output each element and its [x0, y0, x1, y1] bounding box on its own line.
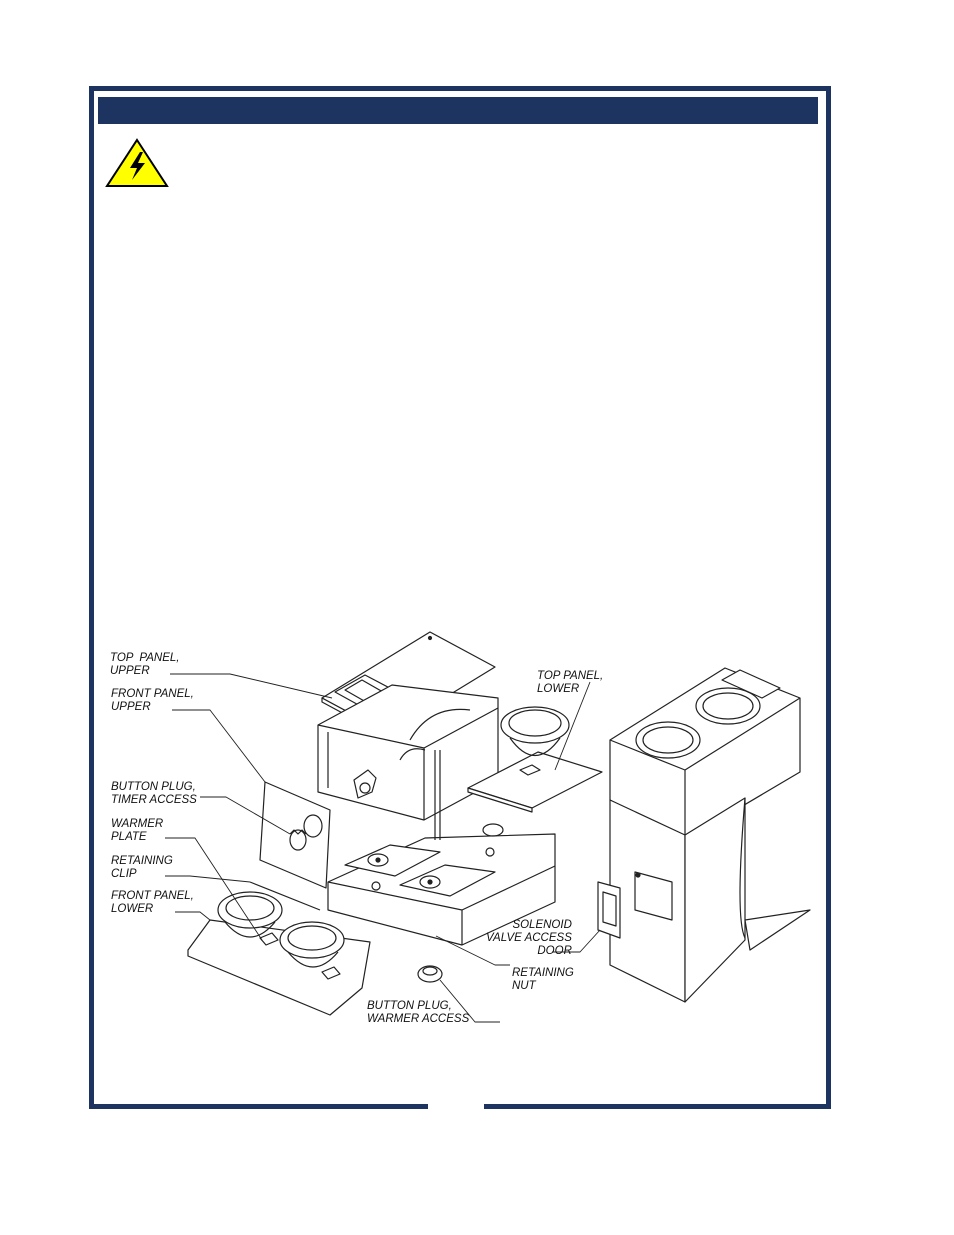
label-front-panel-upper: FRONT PANEL, UPPER	[111, 688, 194, 713]
front-panel-lower-part	[187, 881, 371, 1016]
page-frame-bottom-right	[484, 1104, 831, 1109]
assembled-brewer	[597, 667, 811, 1003]
spray-head-part	[353, 769, 377, 799]
label-retaining-clip: RETAINING CLIP	[111, 855, 173, 880]
section-header-bar	[98, 97, 818, 124]
label-retaining-nut: RETAINING NUT	[512, 967, 574, 992]
label-warmer-plate: WARMER PLATE	[111, 818, 164, 843]
label-button-plug-timer: BUTTON PLUG, TIMER ACCESS	[111, 781, 197, 806]
front-panel-upper-part	[259, 781, 331, 889]
top-panel-lower-part	[467, 706, 603, 813]
page-frame	[89, 86, 831, 1109]
label-top-panel-upper: TOP PANEL, UPPER	[110, 652, 180, 677]
label-solenoid-valve-access-door: SOLENOID VALVE ACCESS DOOR	[486, 919, 572, 957]
exploded-parts-diagram	[165, 631, 811, 1023]
label-button-plug-warmer: BUTTON PLUG, WARMER ACCESS	[367, 1000, 470, 1025]
brewer-lower-base	[327, 750, 556, 946]
label-front-panel-lower: FRONT PANEL, LOWER	[111, 890, 194, 915]
page-frame-bottom-left	[89, 1104, 428, 1109]
high-voltage-warning-icon	[105, 138, 169, 187]
leader-lines	[165, 673, 601, 1023]
label-top-panel-lower: TOP PANEL, LOWER	[537, 670, 604, 695]
button-plug-warmer-part	[417, 965, 443, 983]
